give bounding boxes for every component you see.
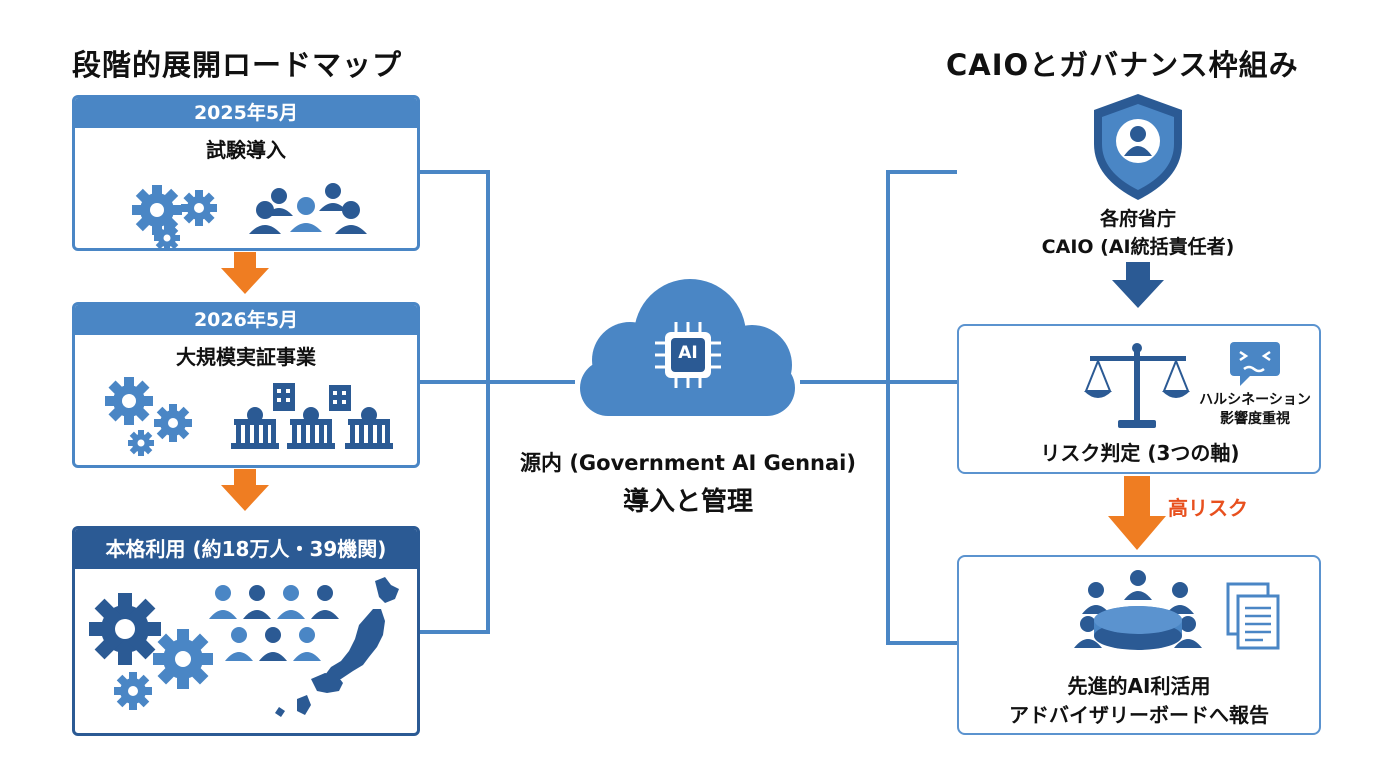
roadmap-title: 段階的展開ロードマップ — [72, 48, 403, 82]
stage-demonstration: 2026年5月 大規模実証事業 — [72, 302, 420, 468]
stage-date: 2026年5月 — [75, 305, 417, 335]
gears-staff-map-icon — [89, 577, 399, 717]
governance-title: CAIOとガバナンス枠組み — [946, 48, 1299, 82]
stage-full-adoption: 本格利用 (約18万人・39機関) — [72, 526, 420, 736]
stage-label: 試験導入 — [206, 138, 286, 162]
caio-line2: CAIO (AI統括責任者) — [1041, 236, 1235, 258]
gears-people-icon — [132, 183, 367, 248]
ai-badge-label: AI — [678, 343, 698, 363]
gears-buildings-icon — [105, 377, 393, 456]
high-risk-label: 高リスク — [1168, 496, 1248, 520]
stage-date: 2025年5月 — [75, 98, 417, 128]
board-line1: 先進的AI利活用 — [1067, 674, 1211, 698]
center-title: 源内 (Government AI Gennai) — [520, 451, 856, 475]
hallucination-line1: ハルシネーション — [1199, 392, 1311, 408]
stage-label: 本格利用 (約18万人・39機関) — [75, 529, 417, 569]
hallucination-line2: 影響度重視 — [1220, 411, 1290, 427]
board-line2: アドバイザリーボードへ報告 — [1009, 703, 1269, 727]
japan-map-icon — [275, 577, 399, 717]
ai-chip-icon — [655, 322, 721, 388]
caio-line1: 各府省庁 — [1099, 208, 1176, 230]
risk-label: リスク判定 (3つの軸) — [1040, 441, 1240, 465]
stage-pilot: 2025年5月 試験導入 — [72, 95, 420, 251]
center-subtitle: 導入と管理 — [622, 487, 753, 517]
stage-label: 大規模実証事業 — [176, 345, 316, 369]
